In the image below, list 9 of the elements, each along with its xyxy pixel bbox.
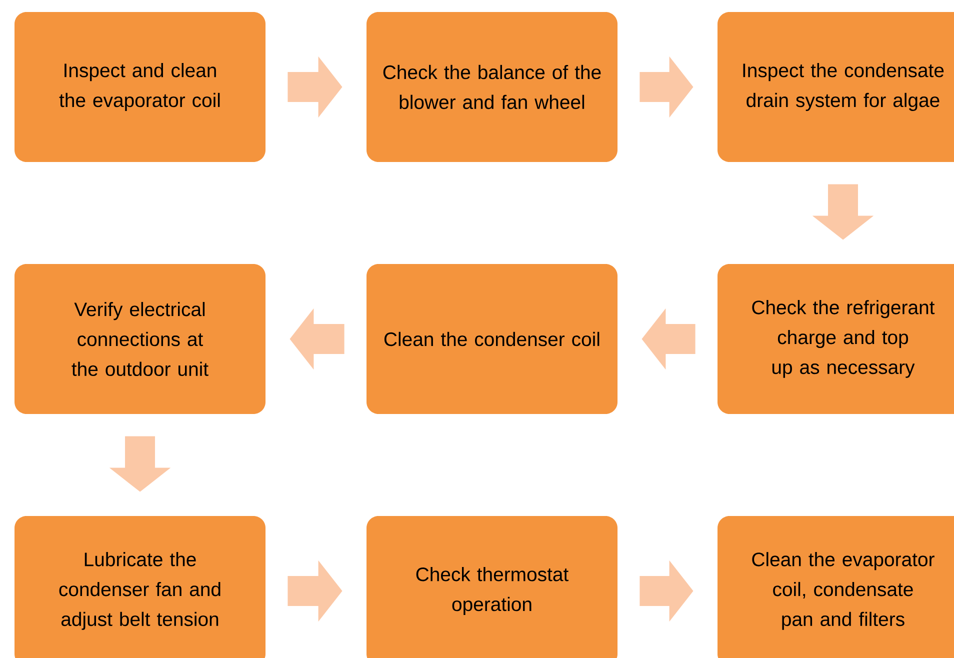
process-box: Clean the condenser coil	[366, 264, 618, 414]
process-box: Inspect the condensate drain system for algae	[718, 12, 954, 162]
process-box: Clean the evaporator coil, condensate pan and filters	[718, 516, 954, 658]
process-box: Verify electrical connections at the outdoor unit	[14, 264, 266, 414]
process-box: Inspect and clean the evaporator coil	[14, 12, 266, 162]
process-box: Check the balance of the blower and fan wheel	[366, 12, 618, 162]
process-box: Lubricate the condenser fan and adjust belt tension	[14, 516, 266, 658]
process-box: Check thermostat operation	[366, 516, 618, 658]
process-box: Check the refrigerant charge and top up as necessary	[718, 264, 954, 414]
